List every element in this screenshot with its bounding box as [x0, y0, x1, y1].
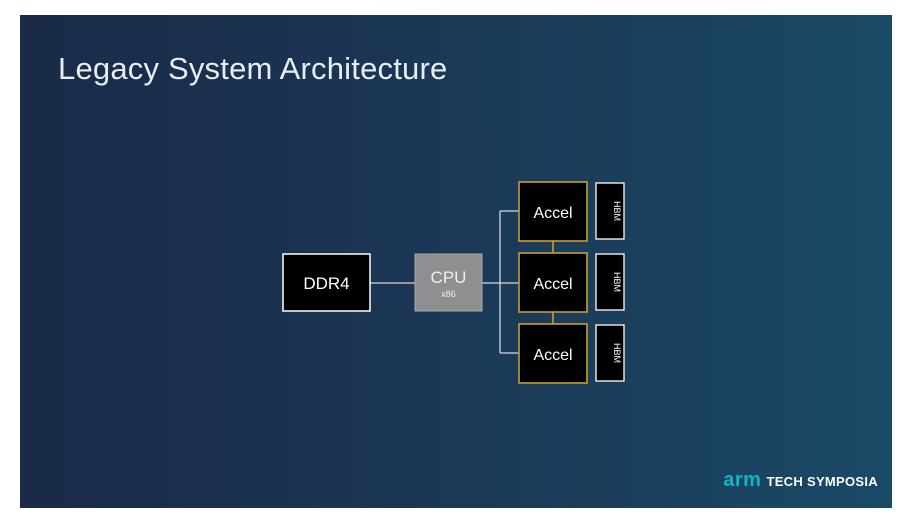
accel-1-label: Accel [533, 205, 572, 222]
brand-logo: arm TECH SYMPOSIA [723, 469, 878, 492]
event-name: TECH SYMPOSIA [766, 474, 878, 489]
cpu-label: CPU [431, 268, 467, 287]
hbm-block-3: HBM [595, 324, 625, 382]
cpu-sublabel: x86 [441, 289, 456, 299]
accel-3-label: Accel [533, 347, 572, 364]
hbm-3-label: HBM [612, 343, 622, 363]
hbm-block-2: HBM [595, 253, 625, 311]
ddr4-label: DDR4 [303, 274, 349, 293]
accel-block-1: Accel [518, 181, 588, 242]
slide: Legacy System Architecture DDR4 CPU x86 [20, 15, 892, 508]
slide-title: Legacy System Architecture [58, 51, 448, 86]
hbm-2-label: HBM [612, 272, 622, 292]
accel-block-3: Accel [518, 323, 588, 384]
cpu-block: CPU x86 [414, 253, 483, 312]
architecture-diagram: DDR4 CPU x86 Accel HBM Accel HBM [282, 181, 625, 384]
ddr4-block: DDR4 [282, 253, 371, 312]
connection-lines [370, 210, 519, 354]
hbm-block-1: HBM [595, 182, 625, 240]
arm-logo-text: arm [723, 469, 762, 491]
accel-block-2: Accel [518, 252, 588, 313]
accel-2-label: Accel [533, 276, 572, 293]
hbm-1-label: HBM [612, 201, 622, 221]
